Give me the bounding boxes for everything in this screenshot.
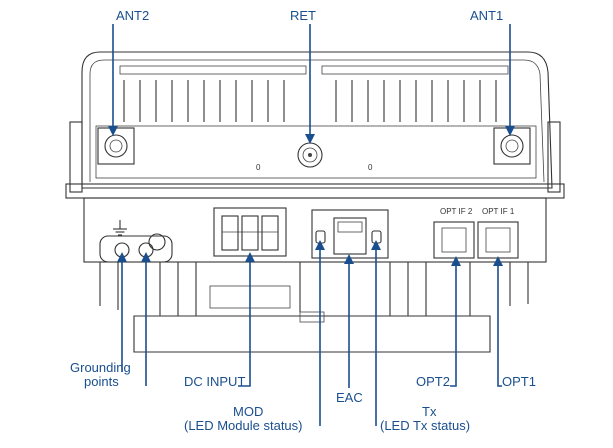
opt2-port bbox=[433, 221, 475, 259]
top-fins bbox=[123, 80, 497, 122]
label-opt1: OPT1 bbox=[502, 374, 536, 389]
leader-mod bbox=[315, 240, 325, 426]
label-mod-line2: (LED Module status) bbox=[184, 418, 303, 433]
leader-opt1 bbox=[493, 256, 503, 387]
leader-dc-input bbox=[238, 252, 255, 387]
label-ret: RET bbox=[290, 8, 316, 23]
label-dc-input: DC INPUT bbox=[184, 374, 245, 389]
leader-ant2 bbox=[108, 24, 118, 136]
ground-icon bbox=[113, 220, 127, 236]
leader-grounding bbox=[117, 252, 151, 386]
panel-digit-left: 0 bbox=[256, 163, 261, 172]
unit-body bbox=[65, 51, 565, 353]
label-opt2: OPT2 bbox=[416, 374, 450, 389]
leader-ant1 bbox=[505, 24, 515, 136]
ant1-connector bbox=[493, 127, 531, 165]
label-ant1: ANT1 bbox=[470, 8, 503, 23]
panel-digit-right: 0 bbox=[368, 163, 373, 172]
leader-ret bbox=[305, 24, 315, 144]
bottom-fins bbox=[99, 262, 529, 316]
label-tx-line1: Tx bbox=[422, 404, 437, 419]
leader-tx bbox=[371, 240, 381, 426]
label-grounding-line1: Grounding bbox=[70, 360, 131, 375]
label-mod-line1: MOD bbox=[233, 404, 263, 419]
label-eac: EAC bbox=[336, 390, 363, 405]
optif2-print: OPT IF 2 bbox=[440, 207, 473, 216]
ant2-connector bbox=[97, 127, 135, 165]
leader-eac bbox=[344, 254, 354, 388]
grounding-block bbox=[99, 233, 173, 263]
label-tx-line2: (LED Tx status) bbox=[380, 418, 470, 433]
optif1-print: OPT IF 1 bbox=[482, 207, 515, 216]
ret-connector bbox=[297, 142, 323, 168]
label-grounding-line2: points bbox=[84, 374, 119, 389]
opt1-port bbox=[477, 221, 519, 259]
leader-opt2 bbox=[450, 256, 461, 387]
label-ant2: ANT2 bbox=[116, 8, 149, 23]
dc-input-connector bbox=[213, 207, 287, 257]
